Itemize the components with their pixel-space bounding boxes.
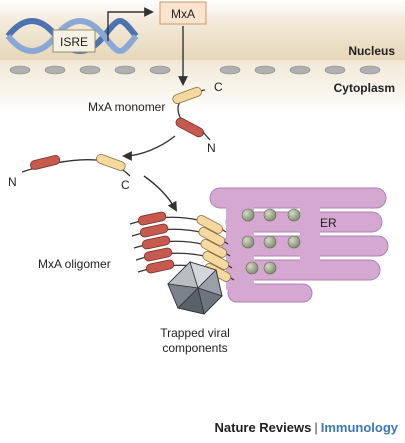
extended-c-label: C <box>121 178 130 192</box>
mxa-box-label: MxA <box>171 7 195 21</box>
mxa-oligomer <box>129 211 235 282</box>
monomer-c-label: C <box>214 80 223 94</box>
journal-section: Immunology <box>320 420 398 435</box>
isre-label: ISRE <box>60 35 88 49</box>
er-ribosomes <box>241 208 301 275</box>
monomer-n-label: N <box>207 141 216 155</box>
oligomerization-arrow <box>143 175 177 212</box>
mxa-box <box>159 1 207 25</box>
er-label: ER <box>320 216 337 230</box>
mxa-extended-monomer <box>21 153 131 177</box>
monomer-label: MxA monomer <box>88 100 165 114</box>
oligomer-label: MxA oligomer <box>38 257 111 271</box>
journal-credit: Nature Reviews|Immunology <box>215 420 399 435</box>
transcription-arrow <box>107 7 154 41</box>
nuclear-membrane <box>9 65 381 75</box>
virus-particle-icon <box>167 261 223 315</box>
unfold-arrow <box>122 135 176 161</box>
journal-name: Nature Reviews <box>214 420 312 435</box>
credit-separator: | <box>314 420 318 435</box>
isre-box <box>52 29 96 53</box>
extended-n-label: N <box>8 175 17 189</box>
mxa-monomer <box>172 86 211 141</box>
trapped-label-line2: components <box>162 341 227 355</box>
cytoplasm-label: Cytoplasm <box>334 81 395 95</box>
nucleus-label: Nucleus <box>348 44 395 58</box>
trapped-label-line1: Trapped viral <box>160 326 230 340</box>
